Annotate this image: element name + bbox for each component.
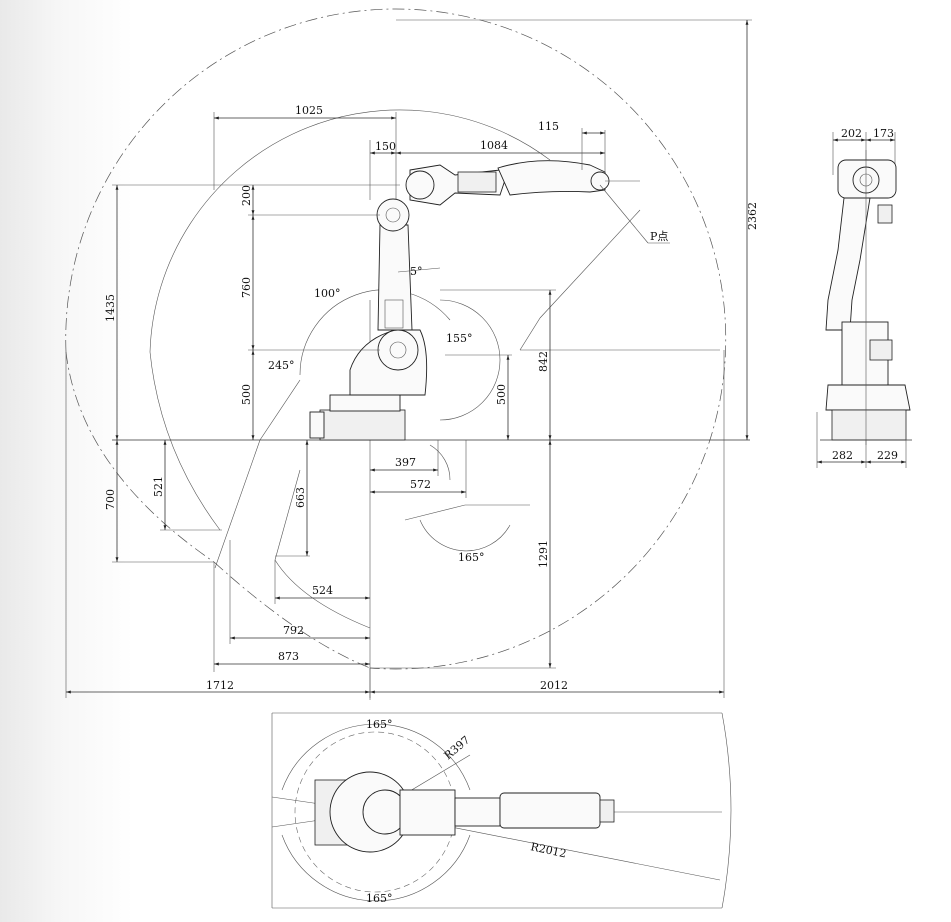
dim-1084: 1084 [480, 139, 508, 152]
dim-500-left: 500 [240, 384, 253, 405]
dim-200: 200 [240, 185, 253, 206]
radius-2012: R2012 [529, 840, 567, 860]
lower-arm [377, 224, 413, 331]
angle-5: 5° [410, 265, 423, 278]
forearm [497, 160, 606, 196]
dim-229: 229 [877, 449, 898, 462]
dim-202: 202 [841, 127, 862, 140]
top-forearm [454, 797, 501, 827]
radius-397: R397 [442, 734, 473, 763]
angle-165: 165° [458, 551, 485, 564]
angle-155: 155° [446, 332, 473, 345]
dim-1435: 1435 [104, 294, 117, 322]
angle-245: 245° [268, 359, 295, 372]
dim-873: 873 [278, 650, 299, 663]
dim-397: 397 [395, 456, 416, 469]
dim-150: 150 [375, 140, 396, 153]
angle-100: 100° [314, 287, 341, 300]
dim-572: 572 [410, 478, 431, 491]
dim-792: 792 [283, 624, 304, 637]
side-view: P点 1025 150 1084 115 2362 200 760 500 14… [65, 8, 759, 700]
front-arm [825, 197, 871, 331]
outer-envelope [65, 8, 727, 670]
robot-base [319, 409, 406, 441]
inner-envelope [149, 109, 551, 353]
dim-700: 700 [104, 489, 117, 510]
dim-1291: 1291 [537, 540, 550, 568]
dim-521: 521 [152, 476, 165, 497]
dim-760: 760 [240, 277, 253, 298]
top-envelope [721, 712, 732, 909]
dim-2362: 2362 [746, 202, 759, 230]
dim-282: 282 [832, 449, 853, 462]
top-angle-165-bottom: 165° [366, 892, 393, 905]
front-view: 202 173 282 229 [816, 127, 912, 468]
dim-1025: 1025 [295, 104, 323, 117]
dim-842: 842 [537, 351, 550, 372]
front-base [831, 409, 907, 441]
top-view: 165° 165° R397 R2012 [271, 712, 732, 909]
dim-500-right: 500 [495, 384, 508, 405]
dim-663: 663 [294, 487, 307, 508]
dim-524: 524 [312, 584, 333, 597]
top-angle-165-top: 165° [366, 718, 393, 731]
dim-173: 173 [873, 127, 894, 140]
p-point-label: P点 [650, 230, 668, 243]
dim-2012: 2012 [540, 679, 568, 692]
dim-115: 115 [538, 120, 559, 133]
dim-1712: 1712 [206, 679, 234, 692]
